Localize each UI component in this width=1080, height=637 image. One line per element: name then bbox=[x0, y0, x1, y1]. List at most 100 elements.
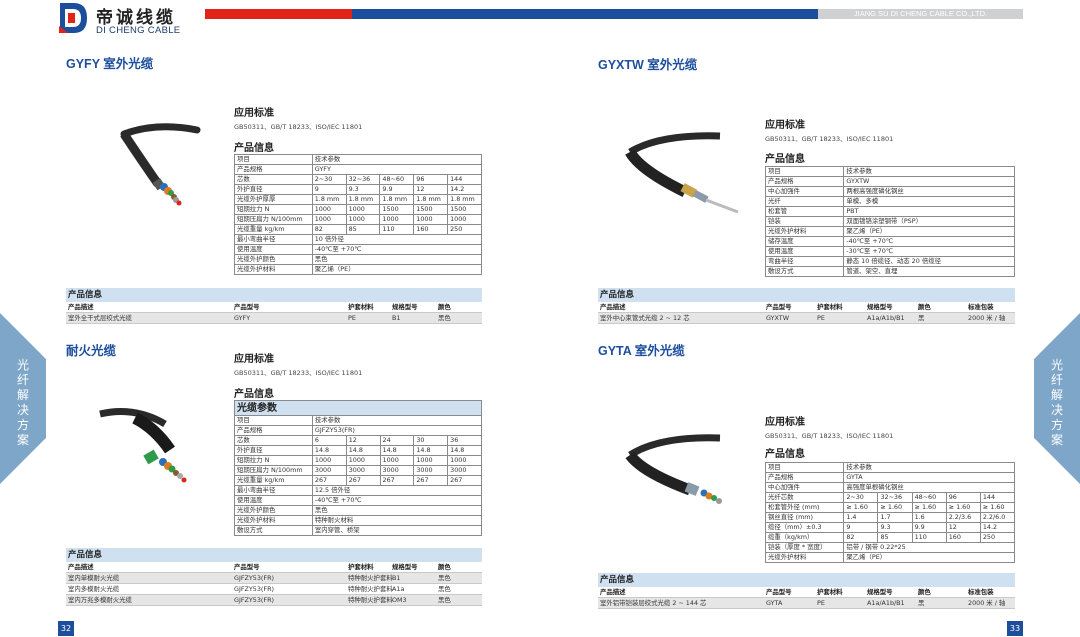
spec-value: 12.5 倍外径 bbox=[311, 485, 483, 496]
product-header-cell: 护套材料 bbox=[348, 563, 374, 571]
product-cell: B1 bbox=[392, 314, 401, 322]
fire-params-heading: 光缆参数 bbox=[234, 400, 482, 415]
spec-row: 光缆外护材料聚乙烯（PE） bbox=[764, 226, 1015, 237]
product-info-heading: 产品信息 bbox=[598, 573, 1015, 587]
product-header-cell: 颜色 bbox=[438, 563, 451, 571]
fire-title: 耐火光缆 bbox=[66, 344, 117, 358]
spec-row: 储存温度-40℃至 +70℃ bbox=[764, 236, 1015, 247]
spec-value: ≥ 1.60 bbox=[979, 502, 1016, 513]
spec-value: 高强度单根磷化钢丝 bbox=[843, 482, 1015, 493]
spec-label: 缆径（mm）±0.3 bbox=[764, 522, 845, 533]
spec-row: 项目技术参数 bbox=[764, 462, 1015, 473]
spec-label: 产品规格 bbox=[764, 472, 845, 483]
gyxtw-title: GYXTW 室外光缆 bbox=[598, 58, 698, 72]
product-header-cell: 护套材料 bbox=[817, 303, 843, 311]
spec-value: 12 bbox=[413, 184, 449, 195]
spec-value: 聚乙烯（PE） bbox=[843, 226, 1015, 237]
spec-value: 96 bbox=[413, 174, 449, 185]
spec-value: 267 bbox=[413, 475, 449, 486]
spec-value: 85 bbox=[877, 532, 913, 543]
spec-value: 9.3 bbox=[877, 522, 913, 533]
spec-value: 32~36 bbox=[877, 492, 913, 503]
spec-value: 3000 bbox=[413, 465, 449, 476]
header-bar-red bbox=[205, 9, 352, 19]
spec-row: 光纤单模、多模 bbox=[764, 196, 1015, 207]
product-header-cell: 标准包装 bbox=[968, 303, 994, 311]
spec-value: 30 bbox=[413, 435, 449, 446]
product-header-cell: 规格型号 bbox=[867, 588, 893, 596]
spec-value: 14.8 bbox=[311, 445, 347, 456]
product-header-row: 产品描述产品型号护套材料规格型号颜色标准包装 bbox=[598, 302, 1015, 313]
logo-english: DI CHENG CABLE bbox=[96, 25, 181, 36]
spec-value: -30℃至 +70℃ bbox=[843, 246, 1015, 257]
page-number-left: 32 bbox=[58, 621, 74, 636]
spec-value: 85 bbox=[345, 224, 381, 235]
product-header-cell: 颜色 bbox=[918, 588, 931, 596]
spec-row: 使用温度-30℃至 +70℃ bbox=[764, 246, 1015, 257]
spec-value: 双面镀铬涂塑钢带（PSP） bbox=[843, 216, 1015, 227]
spec-value: 250 bbox=[979, 532, 1016, 543]
spec-value: 3000 bbox=[447, 465, 482, 476]
spec-value: 9.9 bbox=[379, 184, 415, 195]
spec-value: 1000 bbox=[379, 455, 415, 466]
spec-label: 外护直径 bbox=[234, 184, 313, 195]
spec-value: 1.7 bbox=[877, 512, 913, 523]
spec-label: 芯数 bbox=[234, 174, 313, 185]
spec-value: 1500 bbox=[447, 204, 482, 215]
spec-label: 短期拉力 N bbox=[234, 204, 313, 215]
product-cell: 特种耐火护套料 bbox=[348, 596, 393, 604]
spec-value: 特种耐火材料 bbox=[311, 515, 483, 526]
product-header-cell: 产品型号 bbox=[234, 563, 260, 571]
spec-row: 中心加强件高强度单根磷化钢丝 bbox=[764, 482, 1015, 493]
spec-value: 267 bbox=[345, 475, 381, 486]
gyta-product-table: 产品信息产品描述产品型号护套材料规格型号颜色标准包装室外铝带铠装层绞式光缆 2 … bbox=[598, 573, 1015, 609]
spec-value: 1.8 mm bbox=[379, 194, 415, 205]
product-cell: 黑 bbox=[918, 599, 925, 607]
spec-value: -40℃至 +70℃ bbox=[311, 495, 483, 506]
header-bar-gray bbox=[818, 9, 1023, 19]
spec-value: 1000 bbox=[345, 455, 381, 466]
header-bar-blue bbox=[352, 9, 818, 19]
gyxtw-product-table: 产品信息产品描述产品型号护套材料规格型号颜色标准包装室外中心束管式光缆 2 ~ … bbox=[598, 288, 1015, 324]
product-cell: PE bbox=[817, 314, 825, 322]
spec-value: 14.8 bbox=[413, 445, 449, 456]
spec-label: 弯曲半径 bbox=[764, 256, 845, 267]
spec-value: -40℃至 +70℃ bbox=[311, 244, 483, 255]
spec-row: 敷设方式管道、架空、直埋 bbox=[764, 266, 1015, 277]
product-header-cell: 产品型号 bbox=[234, 303, 260, 311]
spec-value: 6 bbox=[311, 435, 347, 446]
product-header-cell: 护套材料 bbox=[348, 303, 374, 311]
product-header-row: 产品描述产品型号护套材料规格型号颜色 bbox=[66, 562, 482, 573]
product-cell: 室内万兆多模耐火光缆 bbox=[68, 596, 132, 604]
spec-value: 技术参数 bbox=[311, 154, 483, 165]
product-cell: GJFZY53(FR) bbox=[234, 585, 275, 593]
spec-value: 267 bbox=[379, 475, 415, 486]
spec-value: 110 bbox=[911, 532, 947, 543]
spec-value: 48~60 bbox=[911, 492, 947, 503]
product-cell: GYXTW bbox=[766, 314, 790, 322]
spec-value: 两根高强度磷化钢丝 bbox=[843, 186, 1015, 197]
spec-value: 1000 bbox=[413, 214, 449, 225]
spec-value: 1000 bbox=[447, 214, 482, 225]
spec-row: 光缆外护颜色黑色 bbox=[234, 505, 483, 516]
spec-value: 技术参数 bbox=[311, 415, 483, 426]
product-cell: 黑色 bbox=[438, 314, 451, 322]
spec-label: 铠装 bbox=[764, 216, 845, 227]
fire-standard-text: GB50311、GB/T 18233、ISO/IEC 11801 bbox=[234, 369, 363, 377]
gyta-cable-image bbox=[625, 434, 722, 504]
spec-value: 1500 bbox=[413, 204, 449, 215]
spec-value: 14.2 bbox=[447, 184, 482, 195]
spec-row: 光缆外护材料聚乙烯（PE） bbox=[234, 264, 483, 275]
spec-value: 2~30 bbox=[843, 492, 879, 503]
